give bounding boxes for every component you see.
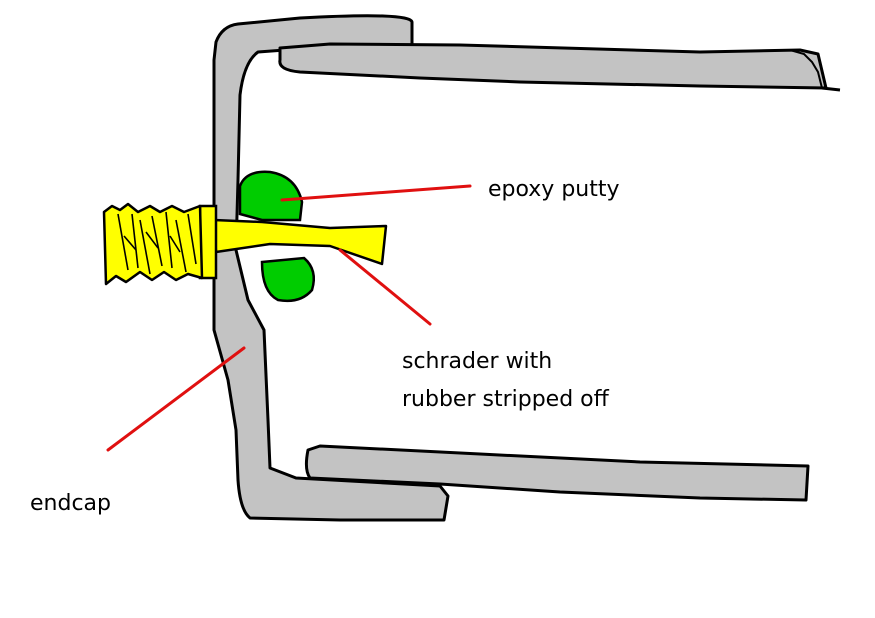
leader-endcap [106,346,246,452]
label-schrader-line1: schrader with [402,349,552,374]
label-schrader-line2: rubber stripped off [402,387,610,412]
label-epoxy-putty: epoxy putty [488,177,620,202]
tube-lower-wall [304,444,810,502]
valve-stem [212,218,388,266]
leader-epoxy [280,184,472,202]
valve-thread-lines [117,211,197,275]
label-endcap: endcap [30,491,111,516]
leader-schrader [338,248,432,326]
tube-upper-wall [278,42,828,90]
tube-upper-end-tick [821,86,841,92]
endcap-shape [212,14,450,522]
tube-upper-end [789,49,823,89]
epoxy-putty-upper [238,170,304,222]
epoxy-putty-lower [260,256,315,303]
